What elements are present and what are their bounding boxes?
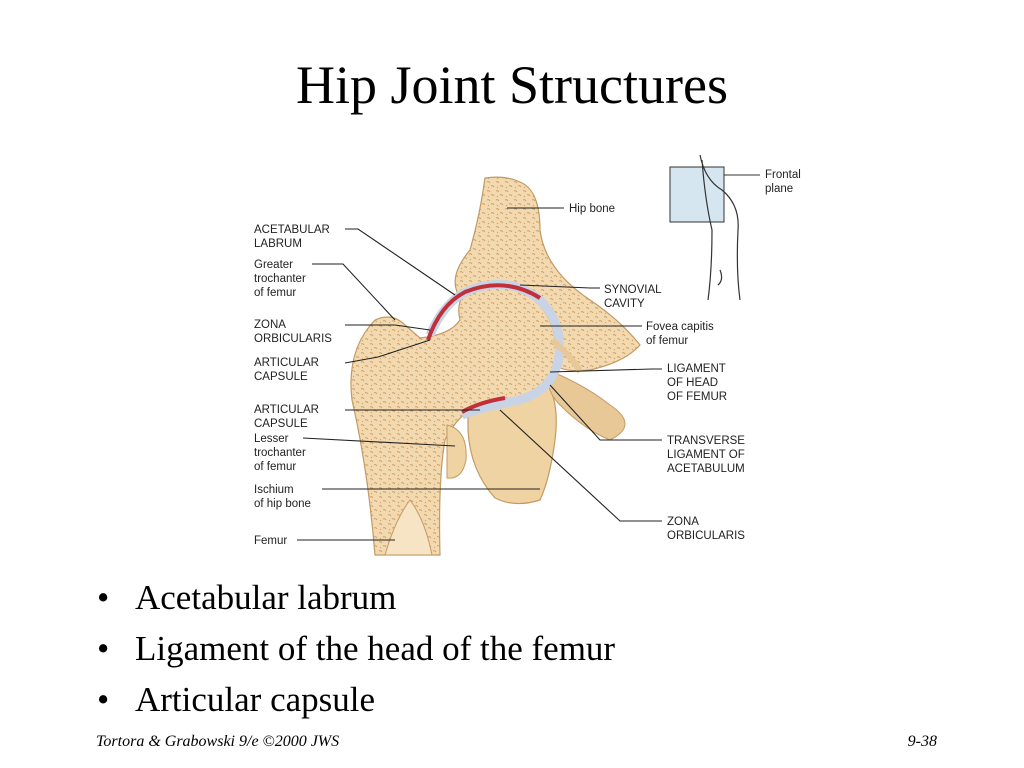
ligament-of-head <box>550 337 583 374</box>
right-leaders <box>499 207 662 522</box>
left-leaders <box>297 228 540 541</box>
transverse-ligament-shape <box>547 369 626 441</box>
bullet-item: •Acetabular labrum <box>97 578 397 617</box>
slide-title: Hip Joint Structures <box>296 55 728 115</box>
label-hip-bone: Hip bone <box>569 203 615 215</box>
body-outline <box>699 154 741 301</box>
frontal-plane-rect <box>669 166 725 223</box>
medullary-cavity <box>384 499 433 556</box>
bullet-item: •Articular capsule <box>97 680 376 719</box>
footer-citation: Tortora & Grabowski 9/e ©2000 JWS <box>96 733 340 750</box>
lesser-trochanter-shape <box>446 424 467 479</box>
synovial-cavity-arc <box>426 283 542 341</box>
bullet-list: •Acetabular labrum •Ligament of the head… <box>97 576 615 729</box>
label-femur: Femur <box>254 535 287 547</box>
bullet-item: •Ligament of the head of the femur <box>97 629 616 668</box>
hip-bone-shape <box>454 176 641 372</box>
slide-number: 9-38 <box>907 733 937 750</box>
